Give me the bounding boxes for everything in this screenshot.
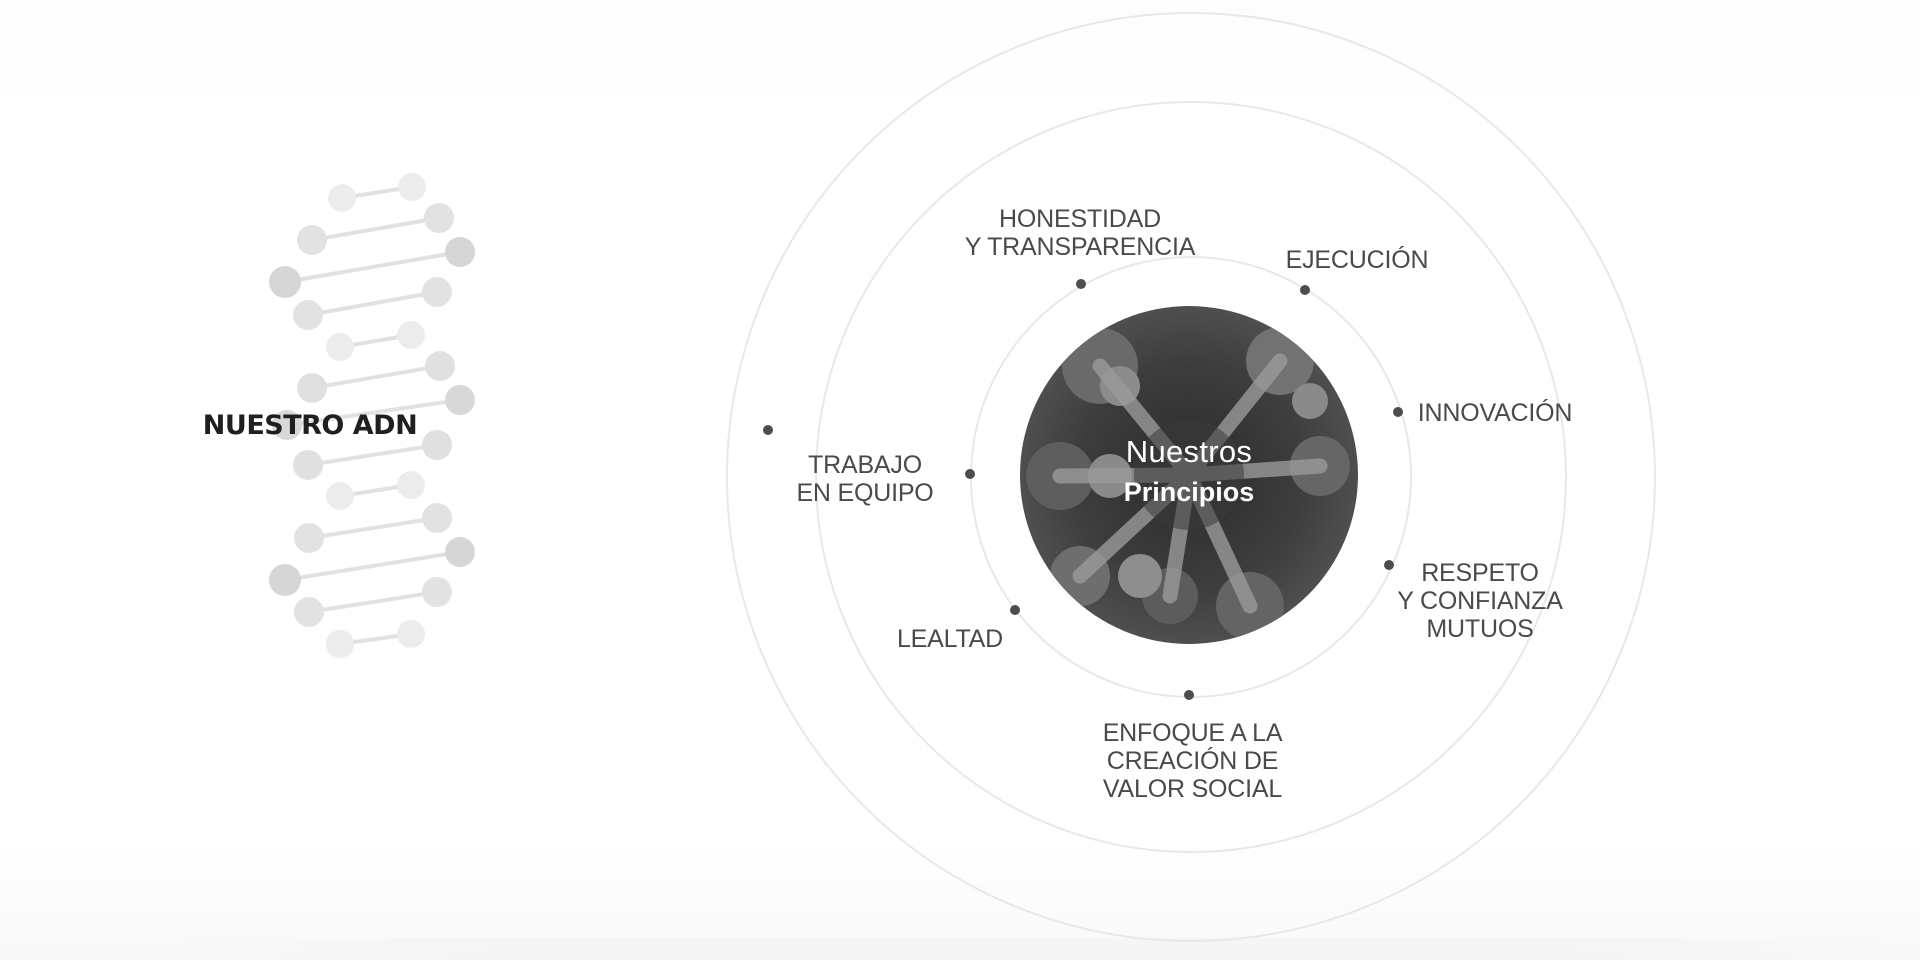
principle-dot-lealtad: [1010, 605, 1020, 615]
principle-dot-respeto: [1384, 560, 1394, 570]
outer-ring-dot: [763, 425, 773, 435]
center-title-line2: Principios: [1123, 477, 1255, 507]
middle-ring: [815, 101, 1567, 853]
principle-enfoque: ENFOQUE A LA CREACIÓN DE VALOR SOCIAL: [1102, 719, 1283, 803]
dna-helix-graphic: [269, 173, 475, 658]
principle-dot-honestidad: [1076, 279, 1086, 289]
dna-title: NUESTRO ADN: [202, 410, 418, 441]
principle-dot-enfoque: [1184, 690, 1194, 700]
outer-ring: [726, 12, 1656, 942]
center-title-line1: Nuestros: [1125, 434, 1253, 469]
principle-honestidad: HONESTIDAD Y TRANSPARENCIA: [964, 205, 1196, 261]
dna-nodes: [269, 173, 475, 658]
principle-innovacion: INNOVACIÓN: [1417, 399, 1573, 427]
center-label: Nuestros Principios: [1020, 432, 1358, 512]
principle-respeto: RESPETO Y CONFIANZA MUTUOS: [1397, 559, 1563, 643]
team-hands-photo: [1020, 306, 1358, 644]
principle-dot-ejecucion: [1300, 285, 1310, 295]
bottom-strip: [150, 938, 1920, 960]
principle-trabajo: TRABAJO EN EQUIPO: [796, 451, 934, 507]
principle-dot-trabajo: [965, 469, 975, 479]
principle-lealtad: LEALTAD: [896, 625, 1004, 653]
principle-ejecucion: EJECUCIÓN: [1285, 246, 1429, 274]
team-hands-image: [1020, 306, 1358, 644]
principle-dot-innovacion: [1393, 407, 1403, 417]
